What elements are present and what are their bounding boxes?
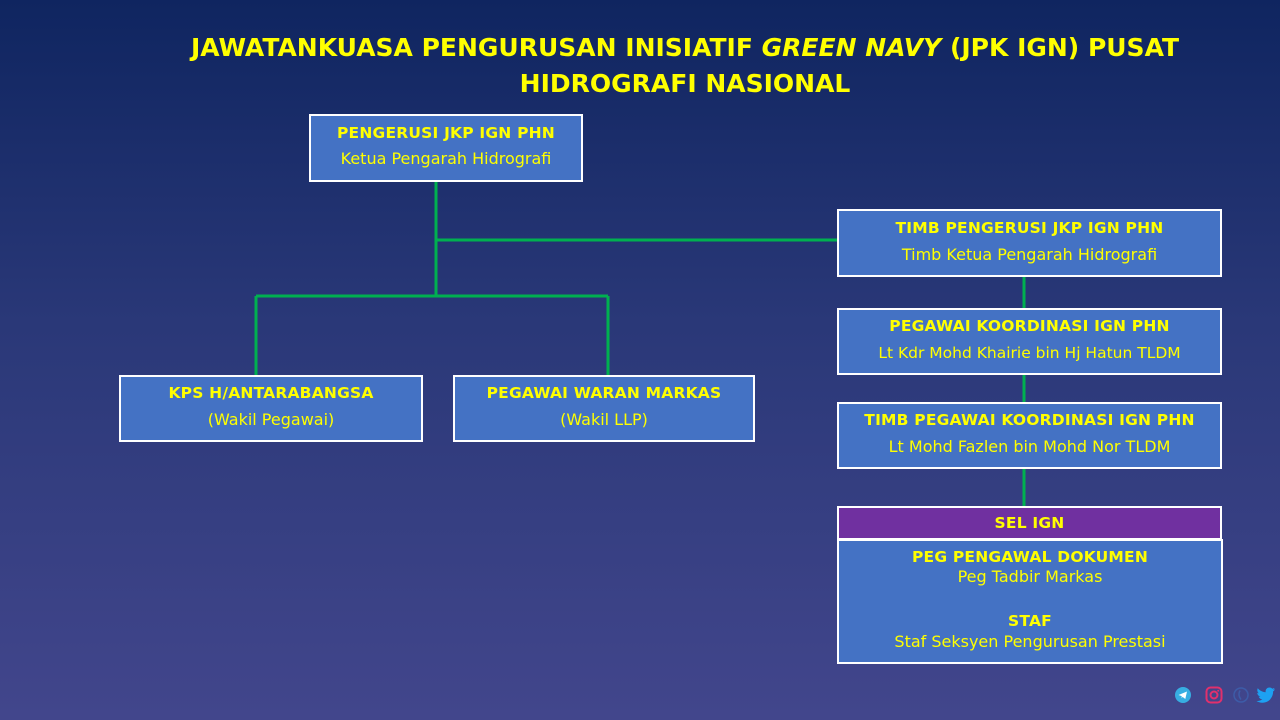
box-sel-ign: SEL IGN bbox=[837, 506, 1222, 540]
box-pegawai-waran-markas: PEGAWAI WARAN MARKAS (Wakil LLP) bbox=[453, 375, 755, 442]
chart-title: JAWATANKUASA PENGURUSAN INISIATIF GREEN … bbox=[150, 30, 1220, 102]
box-timb-pengerusi: TIMB PENGERUSI JKP IGN PHN Timb Ketua Pe… bbox=[837, 209, 1222, 277]
box-kps-antarabangsa: KPS H/ANTARABANGSA (Wakil Pegawai) bbox=[119, 375, 423, 442]
box-pegawai-koordinasi: PEGAWAI KOORDINASI IGN PHN Lt Kdr Mohd K… bbox=[837, 308, 1222, 375]
social-icons bbox=[1172, 686, 1276, 706]
instagram-icon[interactable] bbox=[1205, 686, 1223, 704]
box-timb-pegawai-koordinasi: TIMB PEGAWAI KOORDINASI IGN PHN Lt Mohd … bbox=[837, 402, 1222, 469]
globe-icon[interactable] bbox=[1232, 686, 1250, 704]
title-line-1: JAWATANKUASA PENGURUSAN INISIATIF GREEN … bbox=[190, 33, 1180, 62]
title-line-2: HIDROGRAFI NASIONAL bbox=[519, 69, 851, 98]
box-sel-members: PEG PENGAWAL DOKUMEN Peg Tadbir Markas S… bbox=[837, 539, 1223, 664]
twitter-icon[interactable] bbox=[1256, 686, 1275, 704]
telegram-icon[interactable] bbox=[1174, 686, 1192, 704]
box-pengerusi: PENGERUSI JKP IGN PHN Ketua Pengarah Hid… bbox=[309, 114, 583, 182]
